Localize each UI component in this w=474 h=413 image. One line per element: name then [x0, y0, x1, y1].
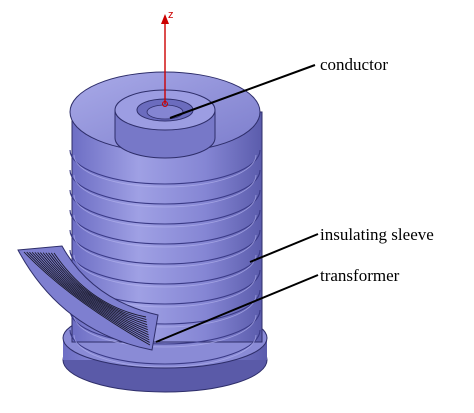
transformer-windings — [23, 251, 151, 346]
shed-rib — [69, 249, 261, 285]
conductor-leader — [169, 64, 316, 119]
shed-rib — [69, 209, 261, 245]
shed-highlight — [73, 214, 257, 248]
conductor-label: conductor — [320, 55, 388, 74]
winding-line — [29, 251, 150, 341]
winding-line — [26, 251, 150, 343]
shed-highlight — [73, 174, 257, 208]
insulating-sleeve-label: insulating sleeve — [320, 225, 434, 244]
shed-highlight — [73, 254, 257, 288]
shed-rib — [69, 229, 261, 265]
shed-rib — [69, 149, 261, 185]
winding-line — [37, 252, 149, 333]
winding-line — [31, 251, 150, 338]
leader-lines — [155, 64, 319, 343]
shed-highlight — [73, 154, 257, 188]
shed-rib — [69, 329, 261, 365]
shed-highlight — [73, 334, 257, 368]
transformer-label: transformer — [320, 266, 400, 285]
winding-line — [48, 252, 147, 323]
winding-line — [50, 252, 147, 320]
winding-line — [53, 252, 147, 318]
z-axis: z — [161, 9, 174, 107]
sheds — [69, 149, 261, 368]
shed-rib — [69, 169, 261, 205]
shed-highlight — [73, 194, 257, 228]
winding-line — [40, 252, 148, 331]
winding-line — [45, 252, 148, 326]
shed-highlight — [73, 314, 257, 348]
winding-line — [42, 252, 148, 328]
shed-rib — [69, 189, 261, 225]
winding-line — [23, 251, 151, 346]
winding-line — [34, 252, 149, 336]
transformer-segment — [17, 245, 159, 351]
shed-rib — [69, 309, 261, 345]
shed-highlight — [73, 234, 257, 268]
z-axis-label: z — [168, 9, 174, 21]
transformer-leader — [155, 274, 319, 343]
conductor-terminal — [114, 89, 216, 159]
insulating-sleeve-leader — [249, 233, 319, 263]
